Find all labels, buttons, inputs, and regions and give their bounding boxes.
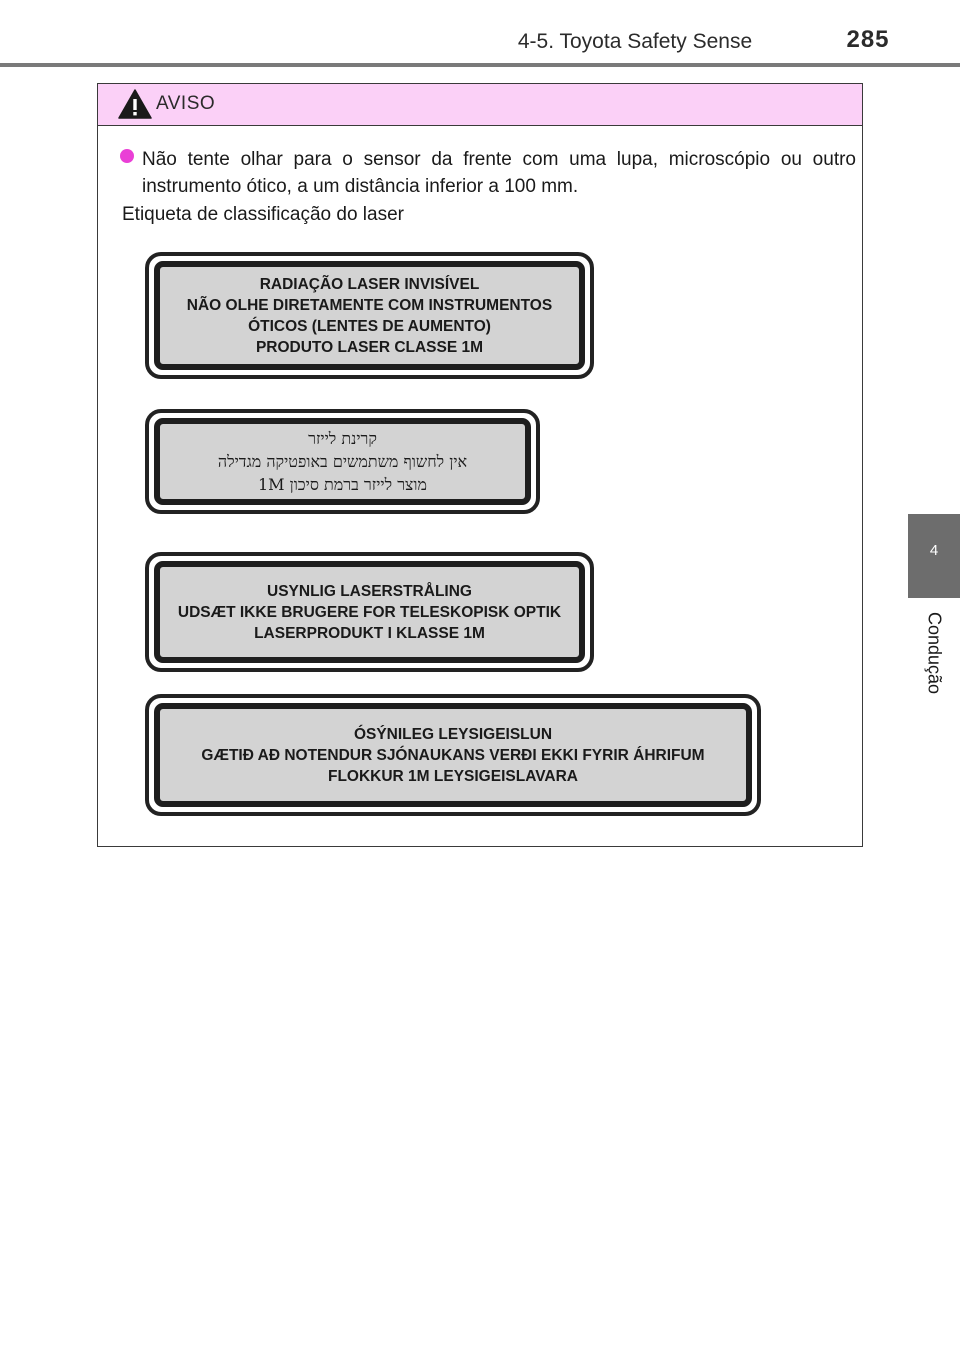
section-title: 4-5. Toyota Safety Sense (517, 30, 753, 53)
laser-label-hebrew: קרינת לייזר אין לחשוף משתמשים באופטיקה מ… (145, 409, 540, 514)
laser-label-line: LASERPRODUKT I KLASSE 1M (254, 624, 485, 642)
laser-label-line: NÃO OLHE DIRETAMENTE COM INSTRUMENTOS (186, 296, 553, 314)
laser-label-portuguese: RADIAÇÃO LASER INVISÍVEL NÃO OLHE DIRETA… (145, 252, 594, 379)
laser-label-line: RADIAÇÃO LASER INVISÍVEL (259, 275, 480, 293)
laser-label-line: קרינת לייזר (308, 429, 377, 448)
laser-label-line: אין לחשוף משתמשים באופטיקה מגדילה (217, 452, 468, 471)
warning-bullet-item: Não tente olhar para o sensor da frente … (118, 146, 856, 200)
page-number: 285 (846, 26, 890, 53)
bullet-icon (120, 149, 134, 163)
laser-label-line: USYNLIG LASERSTRÅLING (267, 582, 472, 600)
laser-label-line: PRODUTO LASER CLASSE 1M (255, 338, 484, 356)
laser-label-line: FLOKKUR 1M LEYSIGEISLAVARA (327, 767, 579, 785)
label-caption: Etiqueta de classificação do laser (122, 204, 404, 225)
chapter-tab: 4 (908, 514, 960, 598)
warning-header: AVISO (98, 84, 862, 126)
laser-label-line: מוצר לייזר ברמת סיכון 1M (257, 475, 428, 494)
laser-label-line: GÆTIÐ AÐ NOTENDUR SJÓNAUKANS VERÐI EKKI … (201, 746, 705, 764)
warning-title: AVISO (156, 93, 216, 114)
laser-label-line: ÓSÝNILEG LEYSIGEISLUN (353, 725, 553, 743)
chapter-label: Condução (924, 612, 945, 695)
laser-label-panel: ÓSÝNILEG LEYSIGEISLUN GÆTIÐ AÐ NOTENDUR … (154, 703, 752, 807)
header-divider (0, 63, 960, 67)
laser-label-danish: USYNLIG LASERSTRÅLING UDSÆT IKKE BRUGERE… (145, 552, 594, 672)
laser-label-icelandic: ÓSÝNILEG LEYSIGEISLUN GÆTIÐ AÐ NOTENDUR … (145, 694, 761, 816)
warning-triangle-icon (118, 89, 152, 119)
laser-label-panel: קרינת לייזר אין לחשוף משתמשים באופטיקה מ… (154, 418, 531, 505)
laser-label-panel: USYNLIG LASERSTRÅLING UDSÆT IKKE BRUGERE… (154, 561, 585, 663)
laser-label-panel: RADIAÇÃO LASER INVISÍVEL NÃO OLHE DIRETA… (154, 261, 585, 370)
laser-label-line: ÓTICOS (LENTES DE AUMENTO) (248, 317, 491, 335)
chapter-number: 4 (929, 542, 939, 559)
laser-label-line: UDSÆT IKKE BRUGERE FOR TELESKOPISK OPTIK (177, 603, 562, 621)
warning-bullet-text: Não tente olhar para o sensor da frente … (142, 149, 856, 197)
